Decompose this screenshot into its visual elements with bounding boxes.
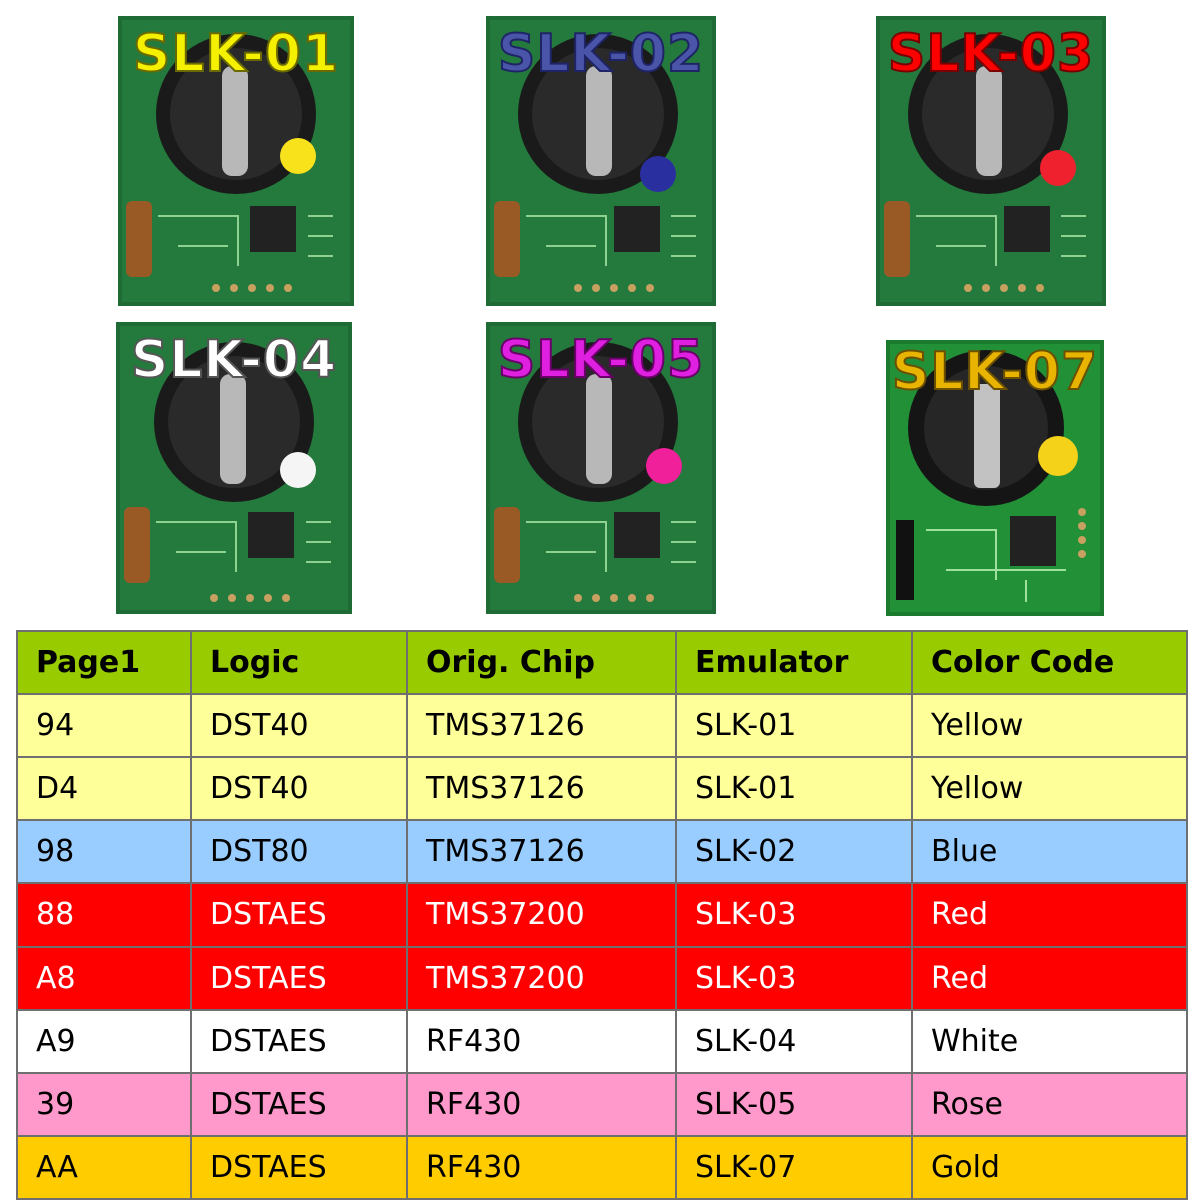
cell-color-code: White (911, 1008, 1188, 1074)
cell-emulator: SLK-03 (675, 945, 913, 1011)
cell-logic: DST80 (190, 819, 408, 885)
table-row: 94 DST40 TMS37126 SLK-01 Yellow (16, 692, 1188, 759)
cell-emulator: SLK-04 (675, 1008, 913, 1074)
cell-page1: 88 (16, 882, 192, 948)
cell-orig-chip: TMS37126 (406, 819, 677, 885)
emulator-card-slk-04: SLK-04 (116, 322, 352, 614)
cell-orig-chip: TMS37200 (406, 882, 677, 948)
pcb-board-image (486, 322, 716, 614)
cell-color-code: Gold (911, 1134, 1188, 1200)
cell-logic: DST40 (190, 756, 408, 822)
emulator-card-slk-02: SLK-02 (486, 16, 716, 306)
cell-page1: AA (16, 1134, 192, 1200)
cell-color-code: Red (911, 945, 1188, 1011)
table-row: D4 DST40 TMS37126 SLK-01 Yellow (16, 756, 1188, 822)
cell-emulator: SLK-01 (675, 692, 913, 759)
emulator-card-slk-03: SLK-03 (876, 16, 1106, 306)
emulator-photo-grid: SLK-01 SLK-02 (116, 16, 1106, 616)
cell-color-code: Yellow (911, 692, 1188, 759)
cell-page1: 39 (16, 1071, 192, 1137)
cell-color-code: Red (911, 882, 1188, 948)
table-row: A8 DSTAES TMS37200 SLK-03 Red (16, 945, 1188, 1011)
cell-logic: DSTAES (190, 1008, 408, 1074)
pcb-board-image (118, 16, 354, 306)
header-emulator: Emulator (675, 630, 913, 695)
cell-emulator: SLK-05 (675, 1071, 913, 1137)
cell-logic: DSTAES (190, 1134, 408, 1200)
table-row: 98 DST80 TMS37126 SLK-02 Blue (16, 819, 1188, 885)
cell-emulator: SLK-01 (675, 756, 913, 822)
cell-emulator: SLK-03 (675, 882, 913, 948)
cell-orig-chip: RF430 (406, 1008, 677, 1074)
cell-page1: D4 (16, 756, 192, 822)
cell-color-code: Rose (911, 1071, 1188, 1137)
cell-emulator: SLK-02 (675, 819, 913, 885)
cell-orig-chip: RF430 (406, 1071, 677, 1137)
pcb-board-image (876, 16, 1106, 306)
cell-orig-chip: TMS37126 (406, 756, 677, 822)
emulator-card-slk-01: SLK-01 (118, 16, 354, 306)
cell-logic: DSTAES (190, 882, 408, 948)
cell-orig-chip: TMS37200 (406, 945, 677, 1011)
cell-orig-chip: TMS37126 (406, 692, 677, 759)
pcb-board-image (116, 322, 352, 614)
cell-page1: A8 (16, 945, 192, 1011)
header-orig-chip: Orig. Chip (406, 630, 677, 695)
cell-page1: 94 (16, 692, 192, 759)
table-header-row: Page1 Logic Orig. Chip Emulator Color Co… (16, 630, 1188, 695)
cell-color-code: Yellow (911, 756, 1188, 822)
cell-color-code: Blue (911, 819, 1188, 885)
emulator-compatibility-table: Page1 Logic Orig. Chip Emulator Color Co… (16, 630, 1188, 1200)
table-row: 39 DSTAES RF430 SLK-05 Rose (16, 1071, 1188, 1137)
cell-emulator: SLK-07 (675, 1134, 913, 1200)
table-row: 88 DSTAES TMS37200 SLK-03 Red (16, 882, 1188, 948)
cell-logic: DST40 (190, 692, 408, 759)
cell-logic: DSTAES (190, 1071, 408, 1137)
table-row: AA DSTAES RF430 SLK-07 Gold (16, 1134, 1188, 1200)
cell-orig-chip: RF430 (406, 1134, 677, 1200)
header-logic: Logic (190, 630, 408, 695)
header-page1: Page1 (16, 630, 192, 695)
emulator-card-slk-05: SLK-05 (486, 322, 716, 614)
pcb-board-image (486, 16, 716, 306)
table-row: A9 DSTAES RF430 SLK-04 White (16, 1008, 1188, 1074)
header-color-code: Color Code (911, 630, 1188, 695)
pcb-board-image (886, 340, 1104, 616)
cell-page1: 98 (16, 819, 192, 885)
emulator-card-slk-07: SLK-07 (886, 340, 1104, 616)
cell-logic: DSTAES (190, 945, 408, 1011)
cell-page1: A9 (16, 1008, 192, 1074)
